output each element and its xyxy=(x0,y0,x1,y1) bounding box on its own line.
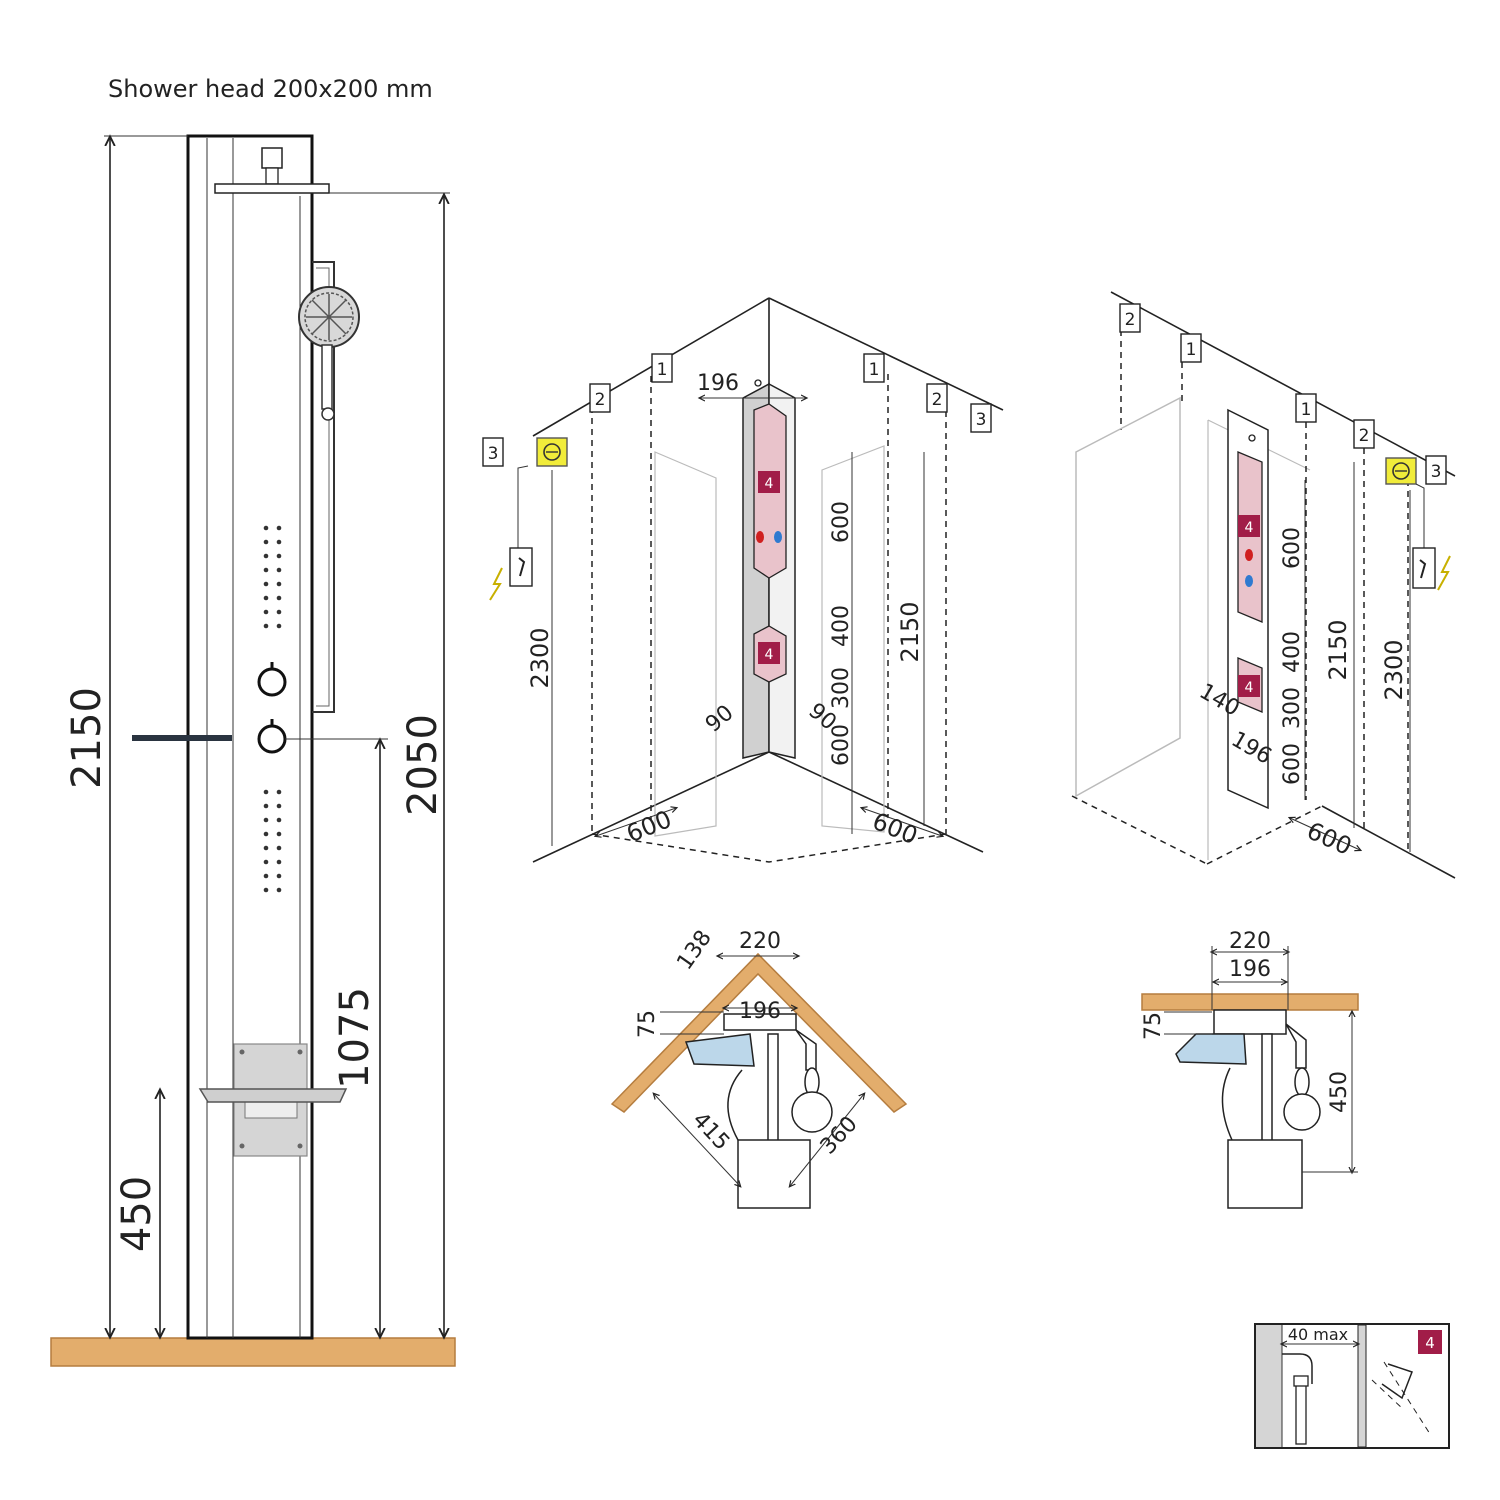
dim-600-lower: 600 xyxy=(829,724,854,766)
plan-corner-seat xyxy=(684,1033,755,1067)
dim-600-floor-left: 600 xyxy=(623,805,676,848)
plan-wall-dim-220: 220 xyxy=(1229,929,1271,954)
wall-dim-600-floor: 600 xyxy=(1303,817,1356,861)
tag-1-left: 1 xyxy=(651,353,673,383)
dim-mixer-height: 1075 xyxy=(332,987,378,1089)
body-jets-upper xyxy=(263,525,282,629)
plan-corner-dim-415: 415 xyxy=(687,1108,734,1156)
corner-installation-view: 4 4 3 2 1 1 2 3 196 600 400 300 600 2150… xyxy=(482,297,1004,863)
svg-text:1: 1 xyxy=(1186,340,1197,360)
wall-tag-1: 1 xyxy=(1295,393,1317,423)
wall-tag-1-top: 1 xyxy=(1180,333,1202,363)
plan-wall: 220 196 75 450 xyxy=(1141,929,1359,1209)
wall-dim-600-lower: 600 xyxy=(1280,743,1305,785)
dim-total-height: 2150 xyxy=(64,687,110,789)
badge-4-lower xyxy=(758,642,780,664)
svg-text:4: 4 xyxy=(1425,1334,1435,1352)
plan-corner-dim-220: 220 xyxy=(739,929,781,954)
wall-tag-2-top: 2 xyxy=(1119,303,1141,333)
dim-90-left: 90 xyxy=(701,700,739,737)
svg-text:3: 3 xyxy=(488,444,499,464)
plan-wall-slab xyxy=(1141,993,1359,1011)
svg-text:1: 1 xyxy=(869,360,880,380)
wall-installation-view: 4 4 2 1 1 2 3 600 400 300 600 2150 2300 … xyxy=(1071,291,1456,879)
detail-dim-40max: 40 max xyxy=(1288,1325,1348,1344)
wall-badge-upper xyxy=(1238,515,1260,537)
svg-text:2: 2 xyxy=(595,390,606,410)
dim-600-floor-right: 600 xyxy=(869,807,922,850)
plan-wall-dim-450: 450 xyxy=(1327,1071,1352,1113)
svg-text:3: 3 xyxy=(1431,462,1442,482)
svg-text:4: 4 xyxy=(1245,520,1254,536)
dim-head-height: 2050 xyxy=(400,714,446,816)
dim-400: 400 xyxy=(829,605,854,647)
pipe-detail: 40 max 4 xyxy=(1254,1323,1450,1449)
fold-seat xyxy=(198,1043,348,1157)
plan-wall-seat xyxy=(1175,1033,1247,1065)
wall-dim-2300: 2300 xyxy=(1380,639,1408,700)
svg-text:2: 2 xyxy=(932,390,943,410)
tag-2-left: 2 xyxy=(589,383,611,413)
dim-600-upper: 600 xyxy=(829,501,854,543)
plan-wall-dim-75: 75 xyxy=(1141,1012,1166,1040)
plan-wall-dim-196: 196 xyxy=(1229,957,1271,982)
dim-2300-corner: 2300 xyxy=(526,627,554,688)
plan-corner-dim-75: 75 xyxy=(635,1010,660,1038)
dim-2150-corner: 2150 xyxy=(896,601,924,662)
wall-dim-600: 600 xyxy=(1280,527,1305,569)
svg-text:3: 3 xyxy=(976,410,987,430)
glass-panel xyxy=(1075,396,1181,798)
plan-corner-dim-196: 196 xyxy=(739,999,781,1024)
dim-196-corner: 196 xyxy=(697,371,739,396)
svg-text:1: 1 xyxy=(1301,400,1312,420)
lightning-icon xyxy=(489,567,503,601)
wall-lightning-icon xyxy=(1437,555,1451,591)
detail-badge-4 xyxy=(1418,1330,1442,1354)
badge-4-upper xyxy=(758,471,780,493)
wall-dim-300: 300 xyxy=(1280,687,1305,729)
wall-dim-2150: 2150 xyxy=(1324,619,1352,680)
wall-tag-2: 2 xyxy=(1353,419,1375,449)
svg-text:4: 4 xyxy=(765,647,774,663)
floor-slab xyxy=(50,1337,456,1367)
svg-text:2: 2 xyxy=(1125,310,1136,330)
dim-seat-height: 450 xyxy=(114,1176,160,1252)
dim-300: 300 xyxy=(829,667,854,709)
diverter-knob xyxy=(257,667,287,697)
tag-3-right: 3 xyxy=(970,403,992,433)
hand-shower xyxy=(298,261,360,713)
tag-2-right: 2 xyxy=(926,383,948,413)
shelf-bar xyxy=(132,735,232,741)
svg-text:2: 2 xyxy=(1359,426,1370,446)
wall-tag-3: 3 xyxy=(1425,455,1447,485)
switch-box xyxy=(509,547,533,587)
shower-head-title: Shower head 200x200 mm xyxy=(108,75,433,103)
plan-corner-dim-138: 138 xyxy=(672,926,717,975)
svg-text:4: 4 xyxy=(1245,680,1254,696)
plan-corner: 196 220 138 75 415 360 xyxy=(610,926,908,1209)
tag-3-left: 3 xyxy=(482,437,504,467)
svg-text:1: 1 xyxy=(657,360,668,380)
mixer-knob xyxy=(257,724,287,754)
tag-1-right: 1 xyxy=(863,353,885,383)
body-jets-lower xyxy=(263,789,282,893)
wall-badge-lower xyxy=(1238,675,1260,697)
svg-text:4: 4 xyxy=(765,476,774,492)
wall-dim-400: 400 xyxy=(1280,631,1305,673)
rain-shower-head xyxy=(214,147,330,194)
front-elevation: Shower head 200x200 mm xyxy=(50,75,456,1367)
